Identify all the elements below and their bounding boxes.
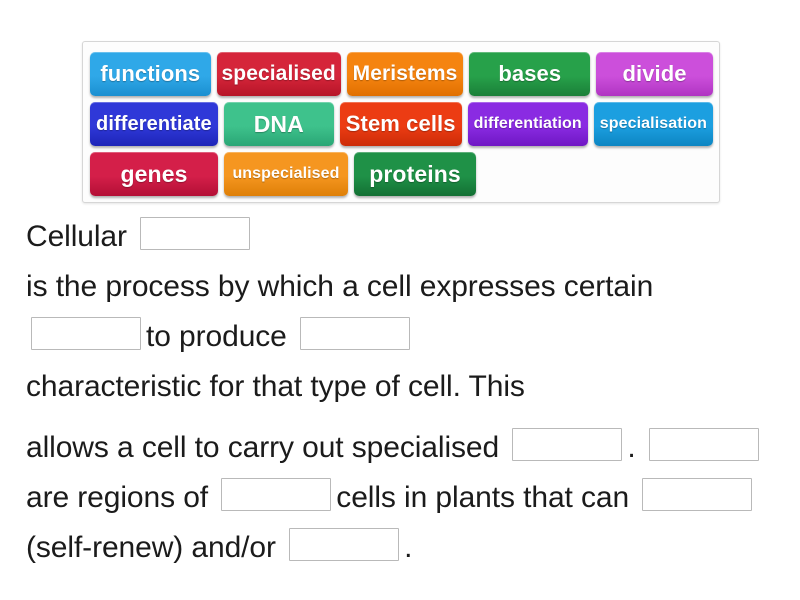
- blank-3[interactable]: [300, 317, 411, 350]
- word-tile[interactable]: unspecialised: [224, 152, 348, 196]
- sentence-text: allows a cell to carry out specialised: [26, 431, 500, 464]
- sentence-text: is the process by which a cell expresses…: [26, 270, 654, 303]
- fill-in-the-blank-sentence: Cellular is the process by which a cell …: [26, 212, 776, 573]
- blank-1[interactable]: [140, 217, 251, 250]
- word-tile[interactable]: DNA: [223, 102, 334, 146]
- word-tile[interactable]: specialisation: [593, 102, 713, 146]
- sentence-text: .: [627, 431, 636, 464]
- word-tile[interactable]: proteins: [354, 152, 476, 196]
- word-tile[interactable]: differentiate: [90, 102, 218, 146]
- blank-2[interactable]: [31, 317, 141, 350]
- blank-4[interactable]: [512, 428, 623, 461]
- blank-7[interactable]: [642, 478, 753, 511]
- sentence-text: characteristic for that type of cell. Th…: [26, 370, 525, 403]
- word-tile[interactable]: divide: [596, 52, 714, 96]
- word-tile[interactable]: differentiation: [467, 102, 588, 146]
- sentence-text: are regions of: [26, 481, 209, 514]
- sentence-text: Cellular: [26, 220, 127, 253]
- paragraph-gap: [26, 412, 776, 423]
- sentence-text: cells in plants that can: [336, 481, 630, 514]
- word-tile[interactable]: functions: [90, 52, 211, 96]
- blank-6[interactable]: [221, 478, 332, 511]
- sentence-text: .: [404, 531, 413, 564]
- word-tile[interactable]: Stem cells: [339, 102, 462, 146]
- sentence-text: (self-renew) and/or: [26, 531, 276, 564]
- word-tile[interactable]: genes: [90, 152, 218, 196]
- word-tile[interactable]: Meristems: [346, 52, 464, 96]
- word-tile[interactable]: specialised: [216, 52, 341, 96]
- blank-5[interactable]: [648, 428, 759, 461]
- sentence-text: to produce: [146, 320, 287, 353]
- word-tile[interactable]: bases: [469, 52, 591, 96]
- blank-8[interactable]: [289, 528, 400, 561]
